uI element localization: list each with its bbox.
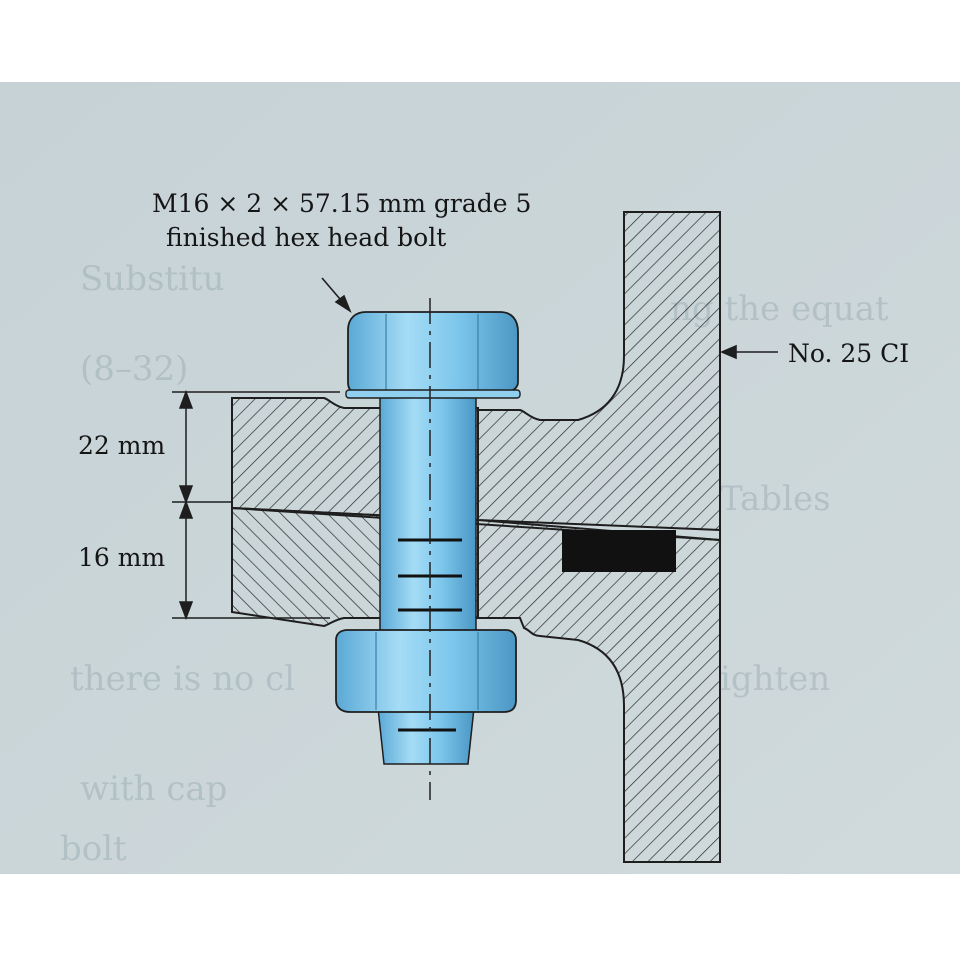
nut <box>335 629 517 713</box>
dimension-lines <box>172 389 340 621</box>
bolt-callout-line2: finished hex head bolt <box>166 223 446 252</box>
svg-text:ighten: ighten <box>720 659 830 699</box>
bolt-head <box>347 311 519 393</box>
svg-text:there is no cl: there is no cl <box>70 659 295 699</box>
dimension-lower-label: 16 mm <box>78 543 165 572</box>
gasket-block <box>562 530 676 572</box>
svg-text:Tables: Tables <box>720 479 831 519</box>
bolt-leader <box>321 277 352 314</box>
bleed-through-text: Substitu ng the equat (8–32) Tables ther… <box>60 259 889 869</box>
svg-text:(8–32): (8–32) <box>80 349 188 389</box>
dimension-upper-label: 22 mm <box>78 431 165 460</box>
material-label: No. 25 CI <box>788 339 909 368</box>
bolt-washer-face <box>345 389 521 399</box>
svg-text:Substitu: Substitu <box>80 259 225 299</box>
material-leader <box>719 344 778 360</box>
svg-text:bolt: bolt <box>60 829 127 869</box>
bolt-callout-line1: M16 × 2 × 57.15 mm grade 5 <box>152 189 531 218</box>
bolt-shank <box>379 391 477 633</box>
svg-text:with cap: with cap <box>80 769 227 809</box>
bolt-tail <box>377 707 475 765</box>
